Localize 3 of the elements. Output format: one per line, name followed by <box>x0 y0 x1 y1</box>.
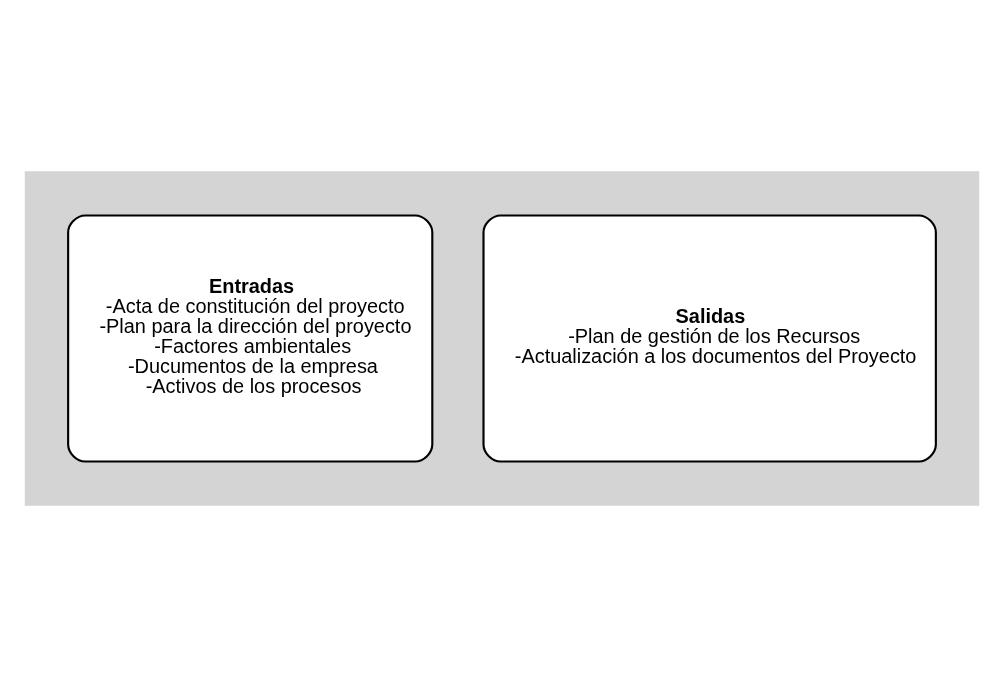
node-box: Salidas -Plan de gestión de los Recursos -Actualización a los documentos del Proyecto <box>482 213 937 463</box>
node-box: Entradas -Acta de constitución del proyecto -Plan para la dirección del proyecto -Factores ambientales -Ducumentos de la empresa -Activos de los procesos <box>67 213 434 463</box>
cluster <box>24 170 980 506</box>
